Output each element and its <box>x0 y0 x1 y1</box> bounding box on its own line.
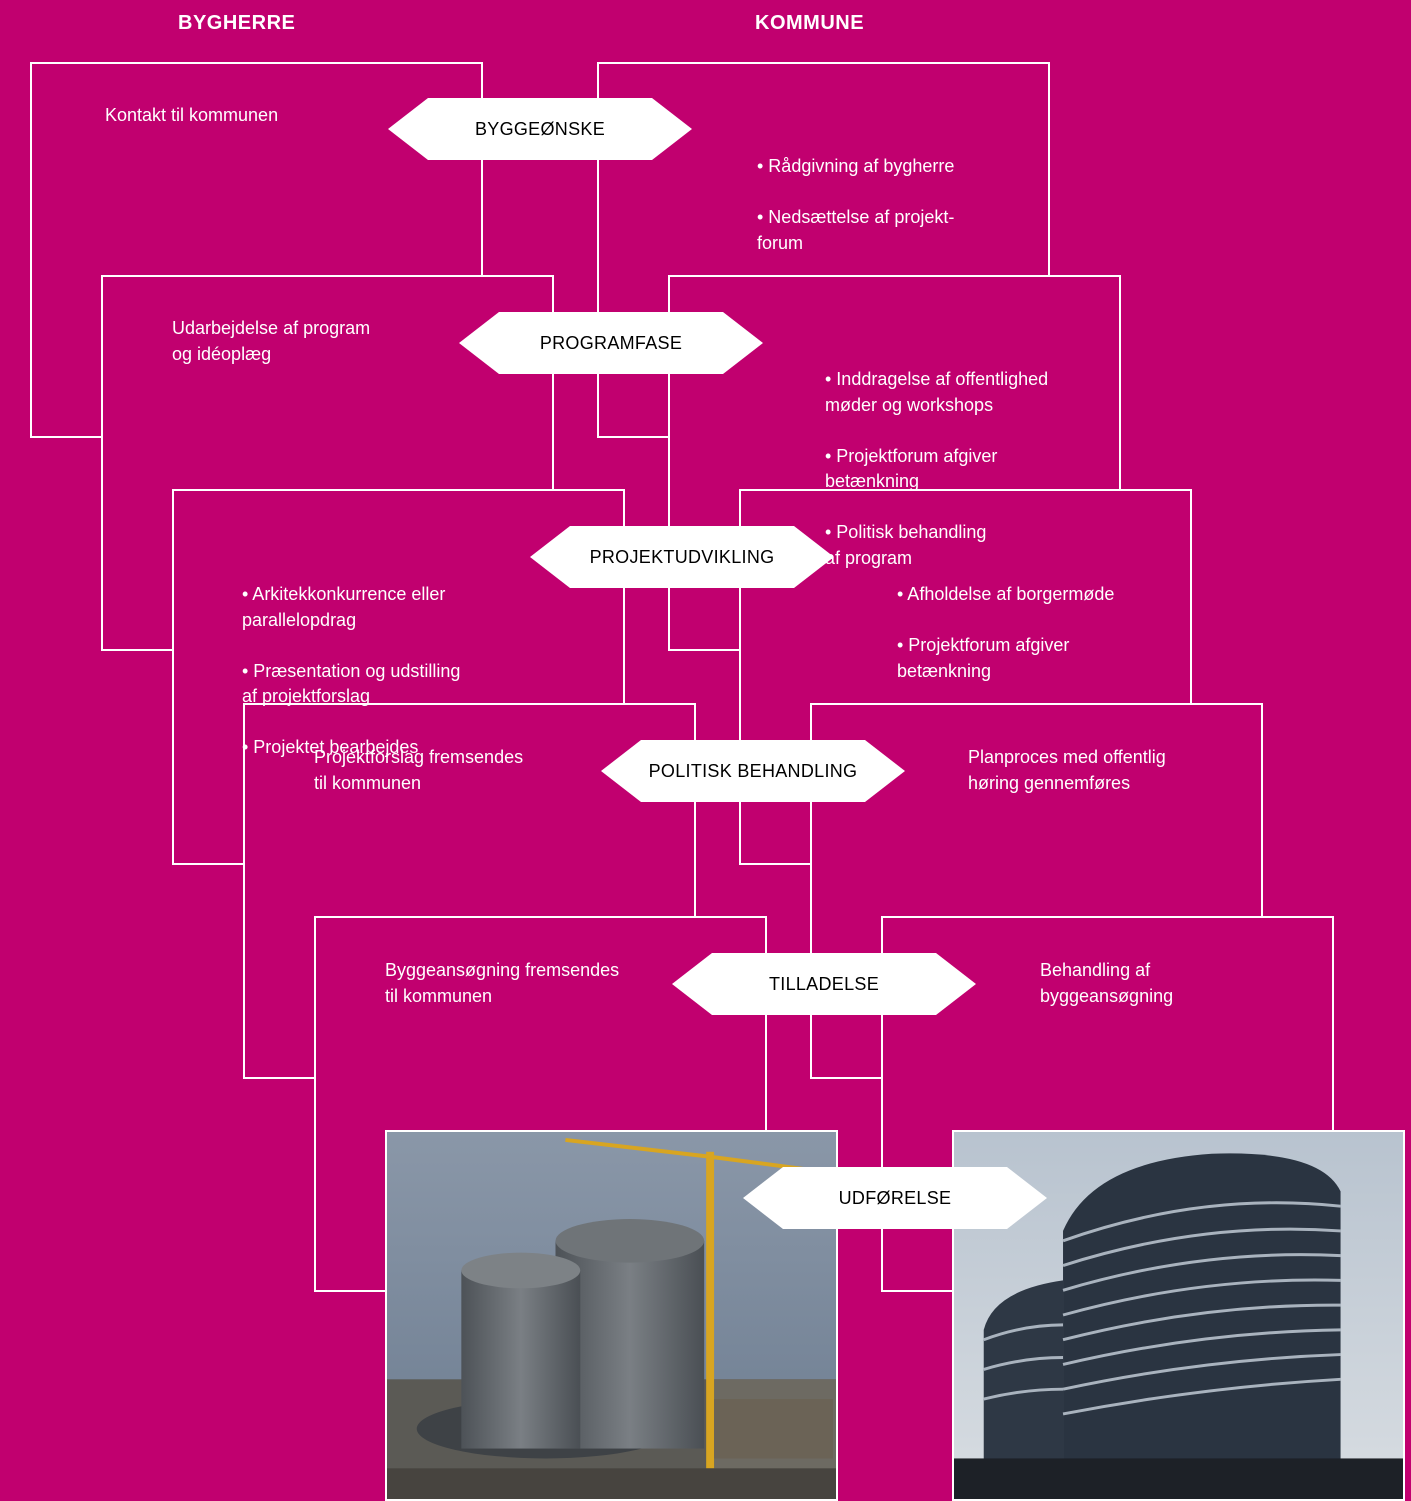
kommune-list-byggeonske: • Rådgivning af bygherre • Nedsættelse a… <box>757 103 954 307</box>
kommune-text-politisk: Planproces med offentlig høring gennemfø… <box>968 747 1166 793</box>
list-item: • Præsentation og udstilling af projektf… <box>242 660 461 707</box>
phase-label-programfase: PROGRAMFASE <box>459 312 763 374</box>
list-item: • Projektforum afgiver betænkning <box>825 445 998 492</box>
bygherre-text-politisk: Projektforslag fremsendes til kommunen <box>314 747 524 793</box>
kommune-list-projektudvikling: • Afholdelse af borgermøde • Projektforu… <box>897 531 1114 735</box>
list-item: • Politisk behandling af program <box>825 522 987 568</box>
list-item: • Afholdelse af borgermøde <box>897 584 1115 604</box>
phase-label-udforelse: UDFØRELSE <box>743 1167 1047 1229</box>
column-header-kommune: KOMMUNE <box>755 12 865 34</box>
bygherre-list-projektudvikling: • Arkitekkonkurrence eller parallelopdra… <box>242 531 460 812</box>
list-item: • Rådgivning af bygherre <box>757 156 955 176</box>
phase-label-tilladelse: TILLADELSE <box>672 953 976 1015</box>
finished-building-photo <box>952 1130 1405 1501</box>
list-item: • Inddragelse af offentlighed møder og w… <box>825 369 1049 415</box>
list-item: • Projektet bearbejdes <box>242 737 419 757</box>
construction-site-photo <box>385 1130 838 1501</box>
list-item: • Arkitekkonkurrence eller parallelopdra… <box>242 584 446 630</box>
bygherre-text-programfase: Udarbejdelse af program og idéoplæg <box>172 318 371 364</box>
bygherre-text-byggeonske: Kontakt til kommunen <box>105 105 279 125</box>
kommune-text-tilladelse: Behandling af byggeansøgning <box>1040 960 1174 1006</box>
phase-label-projektudvikling: PROJEKTUDVIKLING <box>530 526 834 588</box>
list-item: • Projektforum afgiver betænkning <box>897 635 1070 681</box>
phase-label-politisk-behandling: POLITISK BEHANDLING <box>601 740 905 802</box>
list-item: • Nedsættelse af projekt- forum <box>757 207 955 253</box>
column-header-bygherre: BYGHERRE <box>178 12 296 34</box>
kommune-list-programfase: • Inddragelse af offentlighed møder og w… <box>825 316 1048 622</box>
bygherre-text-tilladelse: Byggeansøgning fremsendes til kommunen <box>385 960 620 1006</box>
phase-label-byggeonske: BYGGEØNSKE <box>388 98 692 160</box>
